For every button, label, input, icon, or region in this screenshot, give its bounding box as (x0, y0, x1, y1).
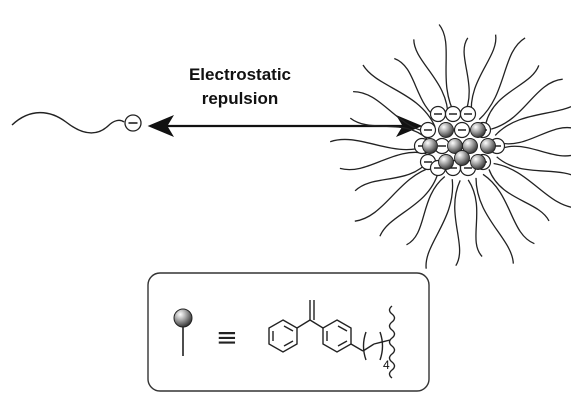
corona-chain (413, 39, 449, 119)
legend-box: ≡ (147, 272, 430, 392)
diphenylethylene-structure-icon (268, 300, 396, 379)
anion-head-icon (433, 137, 451, 155)
corona-chain (482, 173, 535, 245)
anion-head-icon (429, 105, 447, 123)
corona-chain (493, 162, 571, 208)
micelle-core (413, 105, 506, 177)
corona-chain (488, 169, 550, 222)
corona-chain (497, 126, 571, 145)
anion-head-icon (124, 114, 142, 132)
corona-chain (467, 179, 483, 257)
corona-chain (494, 105, 571, 136)
corona-chain (379, 172, 439, 237)
corona-chain (425, 179, 454, 269)
anion-head-icon (459, 105, 477, 123)
corona-chain (491, 78, 563, 130)
corona-chain (362, 64, 436, 127)
corona-chain (354, 160, 430, 192)
corona-chain (496, 156, 571, 176)
corona-chain (475, 177, 514, 264)
equivalence-symbol: ≡ (216, 323, 238, 353)
anion-head-icon (453, 121, 471, 139)
corona-chain (470, 34, 497, 117)
anion-head-icon (444, 105, 462, 123)
core-bead (438, 154, 454, 170)
corona-chain (463, 37, 470, 116)
annotation-line-2: repulsion (201, 89, 279, 108)
core-bead (470, 122, 486, 138)
corona-chain (478, 37, 526, 120)
core-bead (422, 138, 438, 154)
corona-chain (454, 180, 461, 267)
micelle (329, 24, 571, 269)
core-bead (438, 122, 454, 138)
core-bead (454, 150, 470, 166)
corona-chain (406, 175, 446, 246)
free-chain-tail (11, 112, 125, 134)
corona-chain (329, 138, 427, 151)
corona-chain (349, 117, 428, 140)
free-surfactant (11, 112, 142, 134)
annotation-line-1: Electrostatic (188, 65, 292, 84)
core-bead (462, 138, 478, 154)
anion-head-icon (419, 121, 437, 139)
corona-chain (438, 24, 457, 117)
repeat-subscript: 4 (383, 358, 390, 372)
core-bead (470, 154, 486, 170)
corona-chain (354, 166, 433, 222)
corona-chain (485, 65, 540, 124)
corona-chain (339, 151, 427, 171)
bead-symbol-icon (173, 308, 193, 356)
corona-chain (497, 145, 571, 157)
core-bead (480, 138, 496, 154)
